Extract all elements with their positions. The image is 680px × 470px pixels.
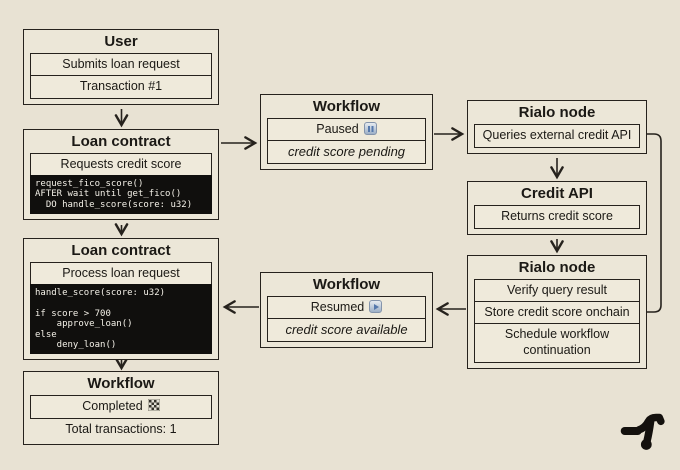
box-title: User	[104, 33, 138, 50]
box-title: Workflow	[312, 98, 381, 115]
row-paused-status: Paused	[267, 118, 426, 142]
box-loan-contract-2: Loan contract Process loan request handl…	[23, 238, 219, 361]
box-title: Loan contract	[71, 242, 171, 259]
row-verify-query-result: Verify query result	[474, 279, 640, 303]
row-completed-status: Completed	[30, 395, 212, 419]
row-available-note: credit score available	[267, 318, 426, 343]
row-store-credit-score-onchain: Store credit score onchain	[474, 301, 640, 325]
box-title: Credit API	[521, 185, 593, 202]
chequered-flag-icon	[147, 398, 161, 412]
box-user: User Submits loan request Transaction #1	[23, 29, 219, 105]
box-workflow-completed: Workflow Completed Total transactions: 1	[23, 371, 219, 445]
row-submits-loan-request: Submits loan request	[30, 53, 212, 77]
status-label: Resumed	[310, 300, 365, 314]
code-block-handle-score: handle_score(score: u32) if score > 700 …	[30, 284, 212, 355]
row-transaction-number: Transaction #1	[30, 75, 212, 99]
row-total-transactions: Total transactions: 1	[65, 422, 177, 437]
row-process-loan-request: Process loan request	[30, 262, 212, 286]
row-queries-external-credit-api: Queries external credit API	[474, 124, 640, 148]
rialo-logo	[620, 413, 665, 450]
box-workflow-paused: Workflow Paused credit score pending	[260, 94, 433, 171]
status-label: Paused	[316, 122, 359, 136]
box-rialo-node-1: Rialo node Queries external credit API	[467, 100, 647, 154]
status-label: Completed	[82, 399, 143, 413]
row-returns-credit-score: Returns credit score	[474, 205, 640, 229]
pause-button-icon	[363, 122, 377, 135]
box-credit-api: Credit API Returns credit score	[467, 181, 647, 235]
box-title: Workflow	[312, 276, 381, 293]
row-requests-credit-score: Requests credit score	[30, 153, 212, 177]
box-title: Rialo node	[518, 104, 596, 121]
row-resumed-status: Resumed	[267, 296, 426, 320]
box-title: Loan contract	[71, 133, 171, 150]
box-loan-contract-1: Loan contract Requests credit score requ…	[23, 129, 219, 221]
box-workflow-resumed: Workflow Resumed credit score available	[260, 272, 433, 349]
row-pending-note: credit score pending	[267, 140, 426, 165]
code-block-request-fico: request_fico_score() AFTER wait until ge…	[30, 175, 212, 215]
play-button-icon	[369, 300, 383, 313]
box-title: Workflow	[87, 375, 155, 392]
box-rialo-node-2: Rialo node Verify query result Store cre…	[467, 255, 647, 369]
row-schedule-workflow-continuation: Schedule workflow continuation	[474, 323, 640, 363]
box-title: Rialo node	[518, 259, 596, 276]
